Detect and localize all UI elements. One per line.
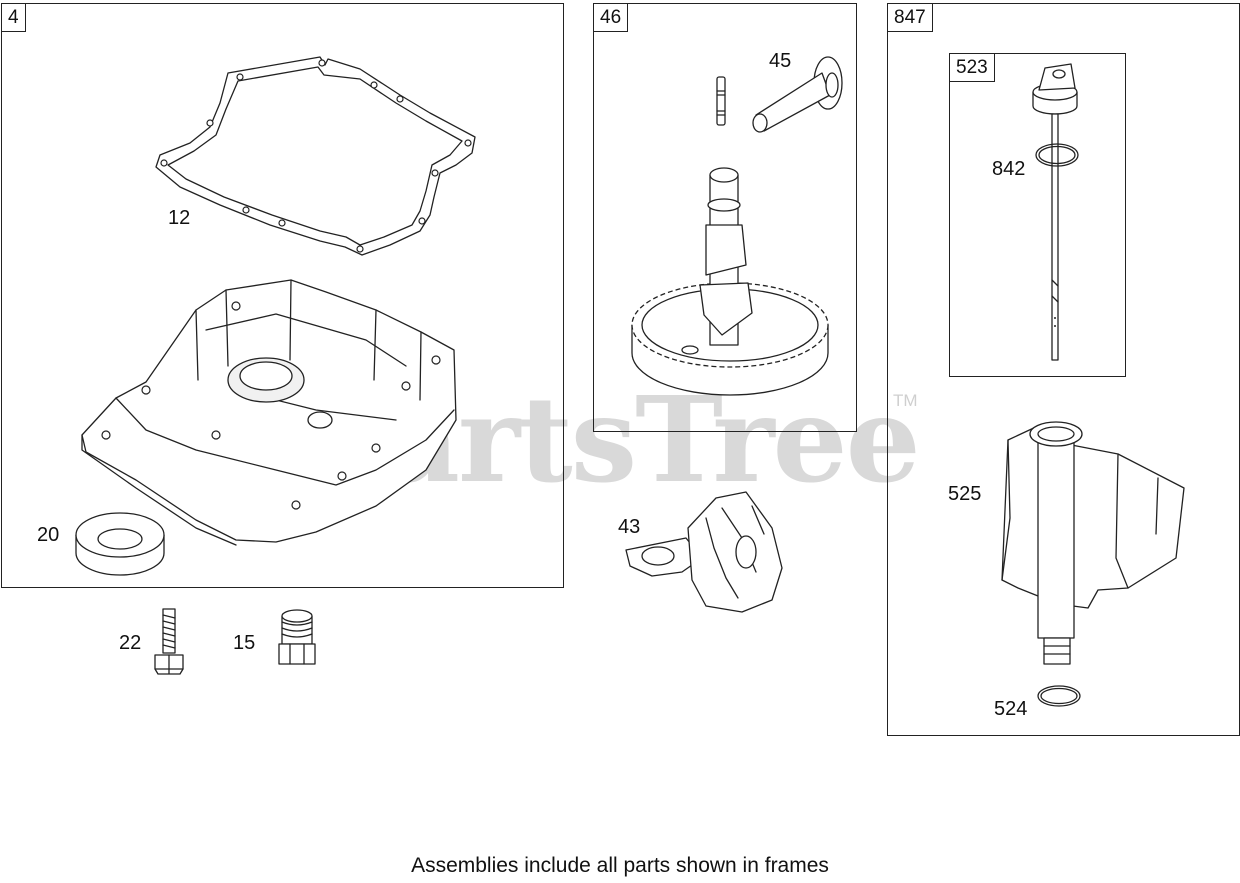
footer-note: Assemblies include all parts shown in fr…	[411, 854, 829, 877]
callout-bolt[interactable]: 22	[119, 632, 142, 654]
pin-drawing[interactable]	[713, 75, 729, 127]
frame-tag-crankcase: 4	[2, 4, 26, 32]
bolt-drawing[interactable]	[152, 607, 186, 677]
callout-seal[interactable]: 20	[37, 524, 60, 546]
governor-drawing[interactable]	[622, 488, 792, 616]
dipstick-drawing[interactable]	[1025, 60, 1085, 365]
callout-gasket[interactable]: 12	[168, 207, 191, 229]
crankcase-drawing[interactable]	[76, 270, 466, 546]
callout-oring-upper[interactable]: 842	[992, 158, 1026, 180]
frame-tag-camshaft: 46	[594, 4, 629, 32]
callout-oring-lower[interactable]: 524	[994, 698, 1028, 720]
callout-pushrod[interactable]: 45	[769, 50, 792, 72]
oil-seal-drawing[interactable]	[74, 505, 166, 580]
pushrod-drawing[interactable]	[750, 55, 855, 135]
oring-upper-drawing[interactable]	[1034, 140, 1080, 170]
callout-tube[interactable]: 525	[948, 483, 982, 505]
camshaft-gear-drawing[interactable]	[630, 165, 830, 396]
frame-crankcase-assembly[interactable]: 4	[1, 3, 564, 588]
frame-tag-dipstick-tube: 847	[888, 4, 933, 32]
plug-drawing[interactable]	[276, 608, 318, 670]
frame-camshaft-assembly[interactable]: 46	[593, 3, 857, 432]
callout-governor[interactable]: 43	[618, 516, 641, 538]
dipstick-tube-drawing[interactable]	[998, 418, 1188, 668]
callout-plug[interactable]: 15	[233, 632, 256, 654]
gasket-drawing[interactable]	[150, 55, 490, 260]
trademark-mark: TM	[893, 391, 918, 410]
frame-tag-dipstick: 523	[950, 54, 995, 82]
frame-dipstick-assembly[interactable]: 523	[949, 53, 1126, 377]
oring-lower-drawing[interactable]	[1036, 682, 1082, 710]
